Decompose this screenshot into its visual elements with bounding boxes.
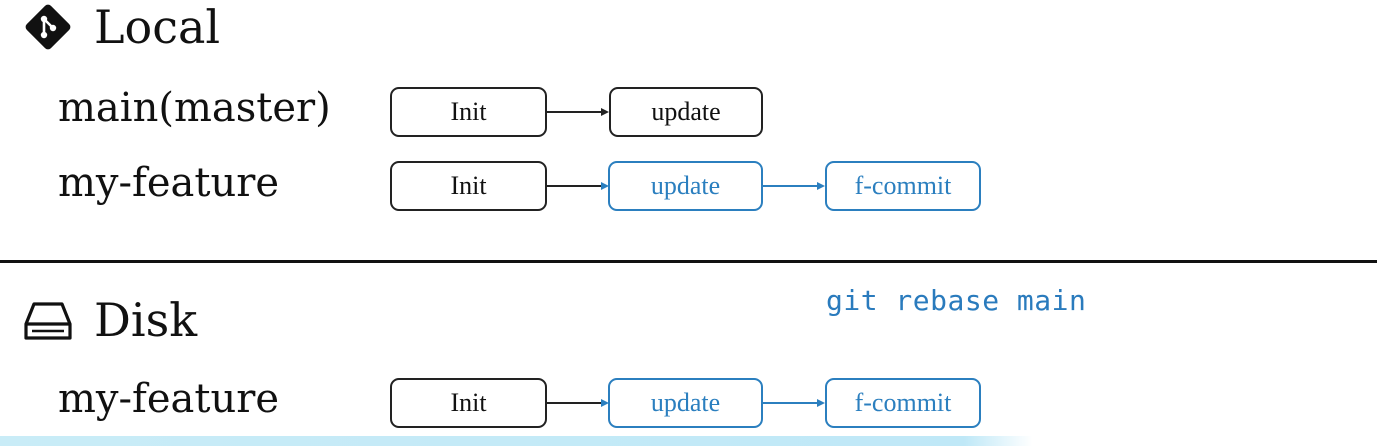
branch-label-my-feature-local: my-feature (58, 160, 279, 206)
branch-label-my-feature-disk: my-feature (58, 376, 279, 422)
commit-init-disk: Init (390, 378, 547, 428)
local-title: Local (94, 0, 221, 54)
arrow-feature-local-2 (763, 182, 825, 190)
hard-drive-icon (24, 302, 72, 340)
commit-f-commit-local: f-commit (825, 161, 981, 211)
git-command-text: git rebase main (826, 284, 1087, 317)
commit-update-main: update (609, 87, 763, 137)
commit-init-main: Init (390, 87, 547, 137)
bottom-highlight-strip (0, 436, 1377, 446)
commit-update-feature-local: update (608, 161, 763, 211)
arrow-disk-1 (547, 399, 609, 407)
arrow-feature-local-1 (547, 182, 609, 190)
arrow-main-1 (547, 108, 609, 116)
disk-title: Disk (94, 293, 198, 347)
disk-section-title: Disk (22, 293, 197, 347)
branch-label-main: main(master) (58, 85, 331, 131)
arrow-disk-2 (763, 399, 825, 407)
commit-init-feature-local: Init (390, 161, 547, 211)
section-divider (0, 260, 1377, 263)
commit-f-commit-disk: f-commit (825, 378, 981, 428)
git-diamond-icon (25, 4, 71, 50)
commit-update-disk: update (608, 378, 763, 428)
local-section-title: Local (22, 0, 220, 54)
